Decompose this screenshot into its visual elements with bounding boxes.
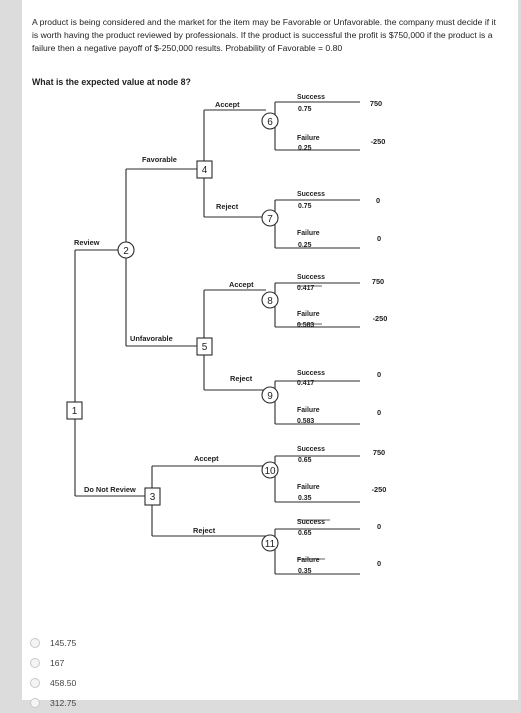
prob-n8-success: 0.417 (297, 285, 314, 292)
prob-n6-success: 0.75 (298, 106, 312, 113)
chance-node-8 (261, 291, 279, 309)
chance-node-7 (261, 209, 279, 227)
outcome-n7-success: Success (297, 191, 325, 198)
payoff-n10-failure: -250 (372, 485, 387, 494)
branch-label-do-not-review: Do Not Review (84, 485, 136, 494)
question-card: A product is being considered and the ma… (22, 0, 518, 708)
branch-label-n5-accept: Accept (229, 280, 254, 289)
payoff-n9-failure: 0 (377, 408, 381, 417)
prob-n10-success: 0.65 (298, 457, 312, 464)
outcome-n8-success: Success (297, 274, 325, 281)
decision-node-3 (144, 487, 161, 506)
chance-node-2 (117, 241, 135, 259)
payoff-n8-failure: -250 (373, 314, 388, 323)
payoff-n7-success: 0 (376, 196, 380, 205)
branch-label-favorable: Favorable (142, 155, 177, 164)
node-label-6: 6 (267, 117, 273, 128)
radio-button[interactable] (30, 638, 40, 648)
radio-button[interactable] (30, 678, 40, 688)
decision-node-4 (196, 160, 213, 179)
chance-node-11 (261, 534, 279, 552)
node-label-4: 4 (202, 165, 208, 176)
node-label-3: 3 (150, 492, 156, 503)
answer-option[interactable]: 145.75 (30, 633, 330, 653)
chance-node-9 (261, 386, 279, 404)
chance-node-6 (261, 112, 279, 130)
payoff-n7-failure: 0 (377, 234, 381, 243)
outcome-n8-failure: Failure (297, 311, 320, 318)
payoff-n10-success: 750 (373, 448, 385, 457)
outcome-n9-success: Success (297, 370, 325, 377)
answer-option[interactable]: 312.75 (30, 693, 330, 713)
node-label-11: 11 (265, 539, 276, 550)
branch-label-n4-reject: Reject (216, 202, 239, 211)
answer-option-label: 167 (50, 658, 65, 668)
prob-n6-failure: 0.25 (298, 145, 312, 152)
prob-n9-failure: 0.583 (297, 418, 314, 425)
node-label-5: 5 (202, 342, 208, 353)
outcome-n11-success: Success (297, 519, 325, 526)
prob-n11-failure: 0.35 (298, 568, 312, 575)
decision-node-5 (196, 337, 213, 356)
decision-node-1 (66, 401, 83, 420)
node-label-9: 9 (267, 391, 273, 402)
question-text: A product is being considered and the ma… (32, 17, 496, 54)
outcome-n10-failure: Failure (297, 484, 320, 491)
payoff-n9-success: 0 (377, 370, 381, 379)
prob-n8-failure: 0.583 (297, 322, 314, 329)
outcome-n9-failure: Failure (297, 407, 320, 414)
payoff-n11-failure: 0 (377, 559, 381, 568)
branch-label-review: Review (74, 238, 100, 247)
answer-option[interactable]: 458.50 (30, 673, 330, 693)
payoff-n6-success: 750 (370, 99, 382, 108)
node-label-7: 7 (267, 214, 273, 225)
answer-option-label: 458.50 (50, 678, 77, 688)
answer-options: 145.75 167 458.50 312.75 (30, 633, 330, 713)
node-label-2: 2 (123, 246, 129, 257)
outcome-n7-failure: Failure (297, 230, 320, 237)
outcome-n6-success: Success (297, 94, 325, 101)
outcome-n10-success: Success (297, 446, 325, 453)
branch-label-unfavorable: Unfavorable (130, 334, 173, 343)
node-label-1: 1 (72, 406, 78, 417)
answer-option-label: 145.75 (50, 638, 77, 648)
node-label-8: 8 (267, 296, 273, 307)
payoff-n8-success: 750 (372, 277, 384, 286)
outcome-n6-failure: Failure (297, 135, 320, 142)
payoff-n11-success: 0 (377, 522, 381, 531)
prob-n7-success: 0.75 (298, 203, 312, 210)
outcome-n11-failure: Failure (297, 557, 320, 564)
payoff-n6-failure: -250 (371, 137, 386, 146)
chance-node-10 (261, 461, 279, 479)
node-label-10: 10 (264, 466, 276, 477)
branch-label-n3-reject: Reject (193, 526, 216, 535)
prob-n11-success: 0.65 (298, 530, 312, 537)
prob-n10-failure: 0.35 (298, 495, 312, 502)
branch-label-n5-reject: Reject (230, 374, 253, 383)
question-prompt: What is the expected value at node 8? (32, 77, 191, 87)
branch-label-n4-accept: Accept (215, 100, 240, 109)
branch-label-n3-accept: Accept (194, 454, 219, 463)
prob-n9-success: 0.417 (297, 380, 314, 387)
radio-button[interactable] (30, 658, 40, 668)
decision-tree: 1 2 3 4 5 6 7 8 9 10 11 Review Do Not Re… (66, 94, 388, 575)
answer-option[interactable]: 167 (30, 653, 330, 673)
prob-n7-failure: 0.25 (298, 242, 312, 249)
